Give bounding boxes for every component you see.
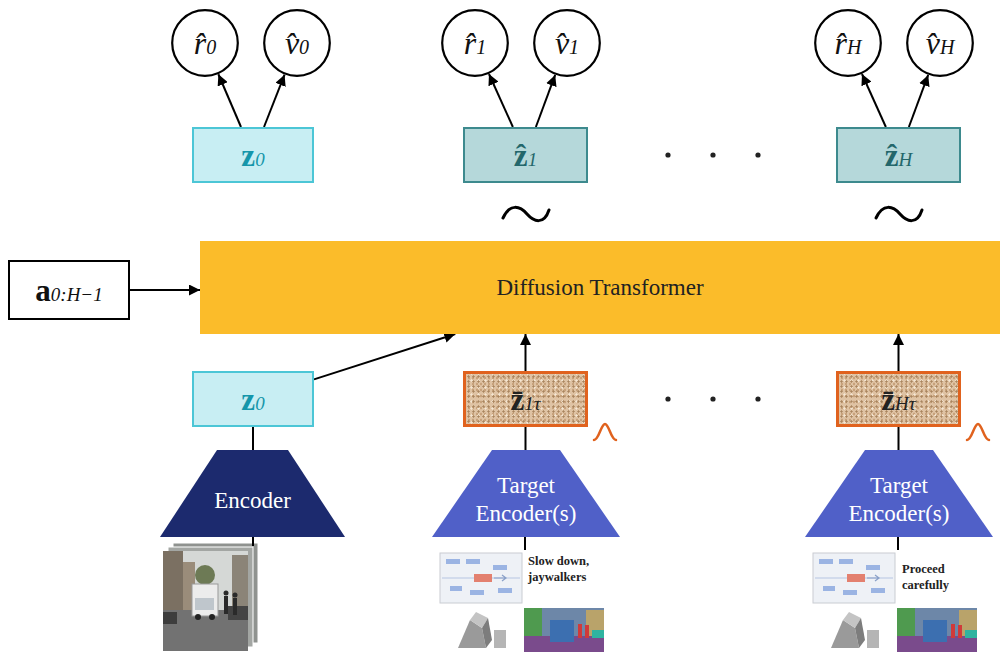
encoder-block: Encoder [160, 450, 345, 537]
math-symbol: v̂1 [555, 27, 579, 59]
reward-output: r̂H [814, 9, 882, 77]
instruction-text: Proceed carefully [902, 561, 988, 594]
flow-arrow [218, 74, 241, 127]
illustration-part [195, 614, 201, 620]
target-encoder-block: Target Encoder(s) [432, 450, 620, 537]
flow-arrow [525, 334, 527, 371]
illustration-part [524, 537, 526, 550]
trapezoid-outline [160, 450, 345, 537]
value-output: v̂0 [263, 9, 331, 77]
illustration-part [755, 396, 760, 401]
noisy-latent-box: z̄Hτ [836, 371, 961, 427]
math-symbol: v̂H [926, 27, 955, 59]
illustration-part [233, 598, 237, 615]
math-symbol: r̂1 [464, 27, 486, 59]
block-label: Target Encoder(s) [839, 472, 959, 527]
illustration-part [594, 424, 616, 440]
math-symbol: r̂0 [194, 27, 216, 59]
trapezoid-outline [432, 450, 620, 537]
predicted-latent-box: ẑH [836, 127, 961, 183]
circle-outline [442, 10, 508, 76]
flow-arrow [489, 74, 513, 127]
flow-arrow [130, 289, 200, 291]
flow-arrow [264, 75, 285, 127]
latent-box: z0 [192, 127, 314, 183]
instruction-text: Slow down, jaywalkers [528, 553, 614, 586]
math-symbol: z̄Hτ [881, 384, 915, 415]
illustration-part [209, 614, 215, 620]
block-label: Diffusion Transformer [496, 275, 703, 301]
circle-outline [534, 10, 600, 76]
illustration-part [665, 396, 670, 401]
illustration-part [192, 584, 218, 616]
illustration-part [967, 424, 989, 440]
connector-line [252, 427, 254, 450]
reward-output: r̂1 [441, 9, 509, 77]
math-symbol: z0 [241, 384, 264, 415]
math-symbol: z̄1τ [510, 384, 540, 415]
illustration-part [876, 207, 922, 220]
illustration-part [163, 551, 248, 651]
value-output: v̂1 [533, 9, 601, 77]
flow-arrow [909, 75, 928, 127]
leader-lines [253, 537, 898, 550]
illustration-part [665, 152, 670, 157]
math-symbol: v̂0 [285, 27, 309, 59]
target-encoder-block: Target Encoder(s) [805, 450, 993, 537]
noisy-latent-box: z̄1τ [463, 371, 588, 427]
illustration-part [710, 396, 715, 401]
illustration-part [252, 537, 254, 546]
math-symbol: a0:H−1 [35, 275, 102, 306]
block-label: Target Encoder(s) [466, 472, 586, 527]
flow-arrow [898, 334, 900, 371]
circle-outline [172, 10, 238, 76]
illustration-part [228, 606, 248, 620]
flow-arrow [314, 334, 455, 379]
illustration-part [163, 612, 177, 624]
math-symbol: r̂H [835, 27, 862, 59]
value-output: v̂H [906, 9, 974, 77]
illustration-part [503, 207, 549, 220]
illustration-part [710, 152, 715, 157]
sampling-tilde [503, 207, 922, 220]
circle-outline [815, 10, 881, 76]
illustration-part [224, 591, 229, 596]
connector-line [525, 427, 527, 450]
transformer-band: Diffusion Transformer [200, 241, 1000, 334]
trapezoid-outline [805, 450, 993, 537]
action-box: a0:H−1 [8, 260, 130, 320]
illustration-part [897, 537, 899, 550]
illustration-part [755, 152, 760, 157]
math-symbol: z0 [241, 140, 264, 171]
circle-outline [907, 10, 973, 76]
predicted-latent-box: ẑ1 [463, 127, 588, 183]
illustration-part [195, 598, 214, 610]
camera-image-stack [163, 543, 258, 651]
block-label: Encoder [188, 487, 318, 515]
illustration-part [224, 596, 228, 614]
circle-outline [264, 10, 330, 76]
flow-arrow [862, 74, 886, 127]
illustration-part [195, 565, 215, 585]
reward-output: r̂0 [171, 9, 239, 77]
flow-arrow [536, 75, 555, 127]
latent-box: z0 [192, 371, 314, 427]
math-symbol: ẑH [885, 140, 913, 171]
illustration-part [233, 593, 238, 598]
math-symbol: ẑ1 [514, 140, 537, 171]
connector-line [898, 427, 900, 450]
